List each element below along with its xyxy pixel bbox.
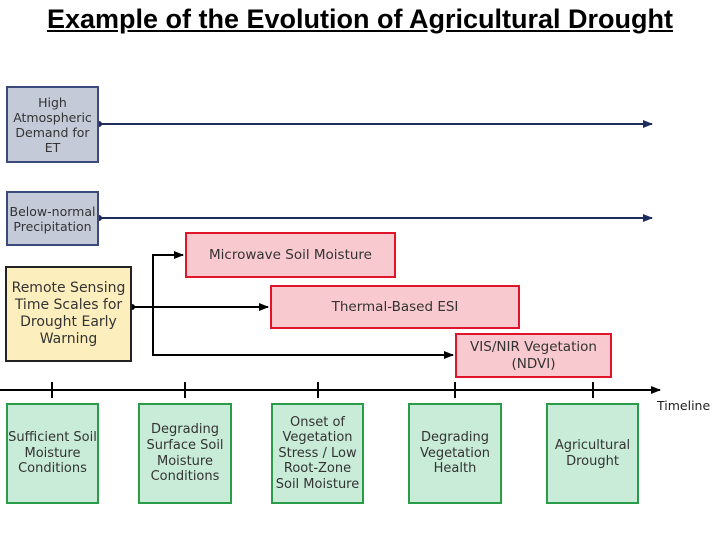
stage-5: Agricultural Drought <box>546 403 639 504</box>
diagram-title: Example of the Evolution of Agricultural… <box>46 4 673 34</box>
branch-to-microwave <box>152 251 184 307</box>
driver-label-2: Below-normal Precipitation <box>9 203 96 234</box>
stage-2: Degrading Surface Soil Moisture Conditio… <box>138 403 232 504</box>
driver-high-et-demand: High Atmospheric Demand for ET <box>6 86 99 163</box>
branch-to-ndvi <box>152 307 454 359</box>
early-warning-label: Remote Sensing Time Scales for Drought E… <box>11 280 126 347</box>
stage-4: Degrading Vegetation Health <box>408 403 502 504</box>
driver-below-normal-precip: Below-normal Precipitation <box>6 191 99 246</box>
driver-label-1: High Atmospheric Demand for ET <box>13 94 92 155</box>
tool-microwave-soil-moisture: Microwave Soil Moisture <box>185 232 396 278</box>
tool-thermal-esi: Thermal-Based ESI <box>270 285 520 329</box>
tool-label-2: Thermal-Based ESI <box>331 298 459 315</box>
stage-label-1: Sufficient Soil Moisture Conditions <box>8 430 97 477</box>
stage-1: Sufficient Soil Moisture Conditions <box>6 403 99 504</box>
tool-label-1: Microwave Soil Moisture <box>209 246 372 263</box>
timeline-label: Timeline <box>657 398 711 413</box>
tool-label-3: VIS/NIR Vegetation (NDVI) <box>470 339 597 372</box>
stage-label-3: Onset of Vegetation Stress / Low Root-Zo… <box>275 414 360 492</box>
tool-vis-nir-ndvi: VIS/NIR Vegetation (NDVI) <box>455 333 612 378</box>
stage-label-4: Degrading Vegetation Health <box>419 430 491 477</box>
stage-label-5: Agricultural Drought <box>554 437 631 469</box>
stage-label-2: Degrading Surface Soil Moisture Conditio… <box>146 422 224 485</box>
stage-3: Onset of Vegetation Stress / Low Root-Zo… <box>271 403 364 504</box>
early-warning-box: Remote Sensing Time Scales for Drought E… <box>5 266 132 362</box>
